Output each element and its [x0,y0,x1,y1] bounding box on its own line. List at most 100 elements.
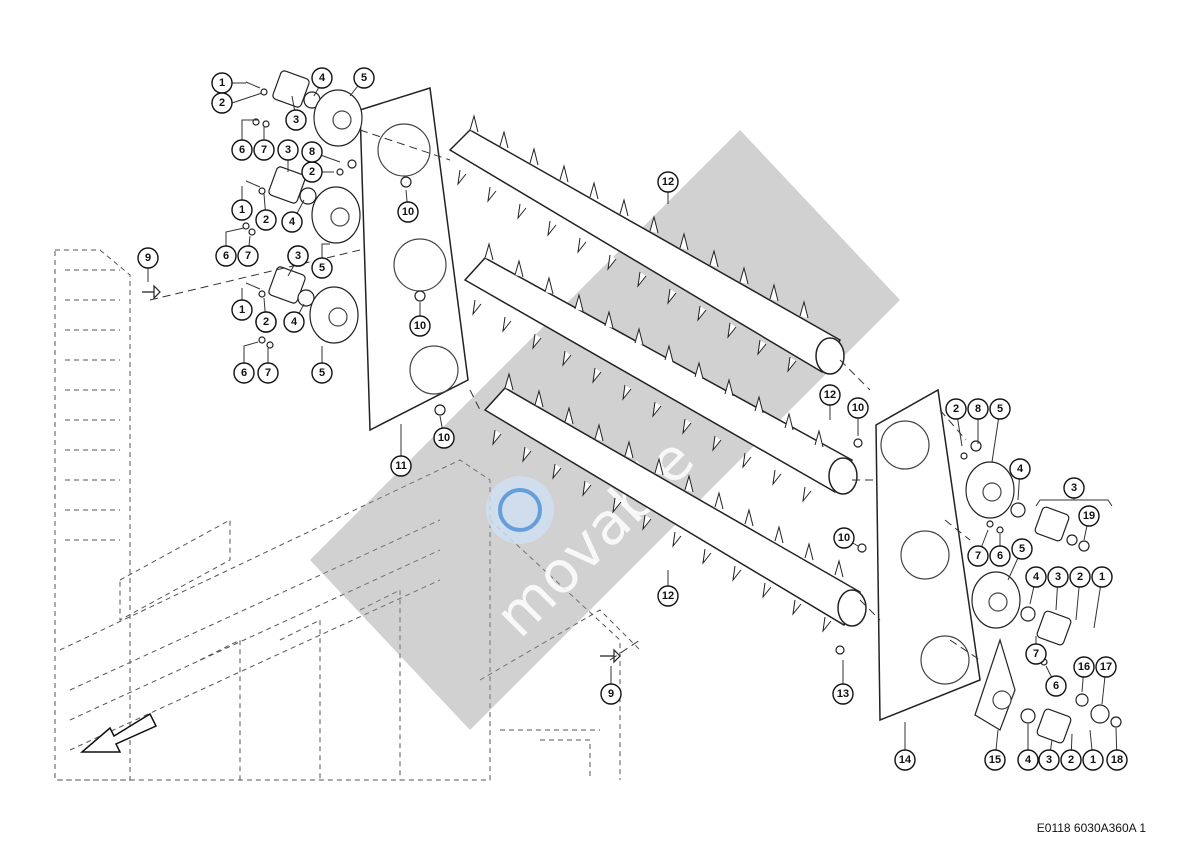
callout-bubble: 10 [409,315,431,337]
svg-text:12: 12 [824,389,836,401]
callout-bubble: 1 [211,72,233,94]
callout-bubble: 3 [285,109,307,131]
svg-text:1: 1 [1099,571,1105,583]
right-side-plate [875,388,981,722]
roller-upper [448,114,845,375]
roller-lower [483,372,867,633]
svg-text:4: 4 [1017,463,1024,475]
callout-bubble: 12 [657,171,679,193]
callout-bubble: 5 [989,398,1011,420]
svg-text:5: 5 [319,262,325,274]
svg-text:5: 5 [319,367,325,379]
svg-text:5: 5 [997,403,1003,415]
svg-text:9: 9 [145,252,151,264]
callout-bubble: 3 [277,139,299,161]
assembly-guide-lines [149,129,981,661]
svg-text:15: 15 [989,754,1001,766]
watermark-logo-icon [486,476,554,544]
svg-text:2: 2 [263,214,269,226]
svg-text:4: 4 [1033,571,1040,583]
svg-text:7: 7 [1033,648,1039,660]
svg-text:6: 6 [239,144,245,156]
svg-text:6: 6 [223,250,229,262]
callout-bubble: 6 [233,362,255,384]
svg-text:8: 8 [309,146,315,158]
callout-bubble: 3 [1038,749,1060,771]
callout-bubble: 2 [1060,749,1082,771]
callout-bubble: 2 [255,209,277,231]
callout-bubble: 2 [211,92,233,114]
svg-text:12: 12 [662,590,674,602]
svg-text:7: 7 [261,144,267,156]
callout-bubble: 6 [989,545,1011,567]
svg-text:6: 6 [997,550,1003,562]
callout-bubble: 4 [281,211,303,233]
callout-bubble: 15 [984,749,1006,771]
svg-text:3: 3 [293,114,299,126]
callout-bubble: 4 [1025,566,1047,588]
callout-bubble: 5 [311,257,333,279]
svg-text:8: 8 [975,403,981,415]
svg-text:10: 10 [414,320,426,332]
svg-text:1: 1 [219,77,225,89]
svg-text:4: 4 [319,72,326,84]
svg-text:17: 17 [1100,661,1112,673]
callout-bubble: 1 [1091,566,1113,588]
callout-bubble: 14 [894,749,916,771]
callout-bubble: 7 [253,139,275,161]
svg-text:13: 13 [837,688,849,700]
pins-and-bolts [142,176,867,664]
callout-bubble: 18 [1106,749,1128,771]
svg-text:7: 7 [975,550,981,562]
svg-text:2: 2 [1068,754,1074,766]
callout-bubble: 3 [1063,477,1085,499]
callout-bubble: 6 [215,245,237,267]
callout-bubble: 6 [231,139,253,161]
callout-bubble: 4 [1009,458,1031,480]
svg-text:7: 7 [265,367,271,379]
callout-bubble: 2 [255,311,277,333]
callout-bubble: 3 [287,245,309,267]
machine-frame-outline [54,249,641,781]
svg-text:4: 4 [291,316,298,328]
roller-middle [463,242,858,503]
svg-text:3: 3 [295,250,301,262]
right-bearing-assemblies [960,440,1122,744]
callout-bubble: 3 [1047,566,1069,588]
callout-bubble: 17 [1095,656,1117,678]
svg-text:2: 2 [219,97,225,109]
callout-bubble: 8 [967,398,989,420]
callout-bubble: 5 [311,362,333,384]
svg-text:3: 3 [285,144,291,156]
callout-bubble: 10 [833,527,855,549]
svg-text:4: 4 [1025,754,1032,766]
callout-bubble: 2 [1069,566,1091,588]
callout-bubble: 5 [353,67,375,89]
callout-bubble: 4 [283,311,305,333]
svg-text:3: 3 [1055,571,1061,583]
callout-bubble: 10 [397,201,419,223]
callout-bubble: 12 [819,384,841,406]
callout-bubble: 7 [257,362,279,384]
svg-text:6: 6 [1053,680,1059,692]
svg-text:10: 10 [838,532,850,544]
callout-bubble: 1 [231,299,253,321]
callout-bubble: 13 [832,683,854,705]
callout-bubble: 9 [137,247,159,269]
svg-text:14: 14 [899,754,912,766]
callout-bubble: 9 [600,683,622,705]
callout-bubble: 1 [231,199,253,221]
svg-text:7: 7 [245,250,251,262]
svg-text:10: 10 [402,206,414,218]
callout-bubble: 5 [1011,538,1033,560]
svg-text:11: 11 [395,460,407,472]
callout-bubble: 7 [1025,643,1047,665]
svg-text:5: 5 [361,72,367,84]
left-side-plate [359,87,469,432]
svg-text:6: 6 [241,367,247,379]
svg-text:9: 9 [608,688,614,700]
svg-text:3: 3 [1046,754,1052,766]
callout-bubble: 4 [311,67,333,89]
callout-bubble: 2 [945,398,967,420]
